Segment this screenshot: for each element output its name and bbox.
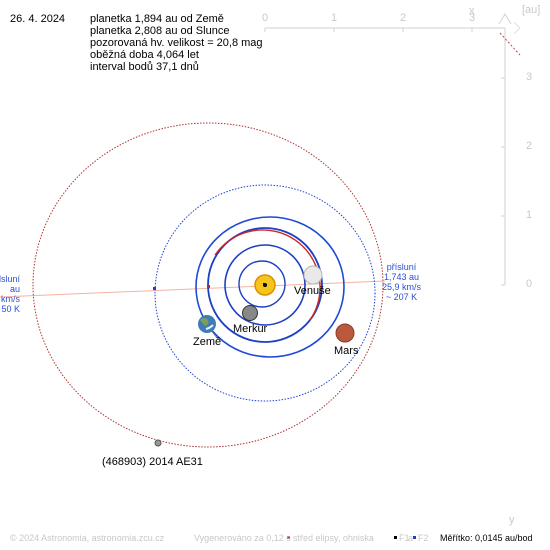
x-axis-label: x <box>469 5 475 17</box>
aphelion-distance: au <box>9 284 20 294</box>
aphelion-info: odsluní au km/s 50 K <box>0 274 20 314</box>
y-axis-label: y <box>509 514 515 526</box>
earth-distance: planetka 1,894 au od Země <box>90 13 224 25</box>
earth-planet <box>198 315 216 333</box>
apsidal-line <box>0 280 386 298</box>
perihelion-title: přísluní <box>386 262 417 272</box>
copyright-link[interactable]: © 2024 Astronomia, astronomia.zcu.cz <box>10 533 165 543</box>
legend-f2-swatch <box>413 536 416 539</box>
asteroid-label: (468903) 2014 AE31 <box>102 456 203 468</box>
y-tick-1: 1 <box>526 209 533 221</box>
legend-f1-swatch <box>394 536 397 539</box>
legend-f1-label: F1 <box>399 533 410 543</box>
mercury-planet <box>242 305 258 321</box>
focus-2-marker <box>153 287 156 290</box>
perihelion-info: přísluní 1,743 au 25,9 km/s ~ 207 K <box>382 262 421 302</box>
legend-center-swatch <box>287 536 290 539</box>
x-tick-2: 2 <box>400 12 407 24</box>
legend-f2-label: F2 <box>418 533 429 543</box>
venus-planet <box>303 265 323 285</box>
ellipse-center-marker <box>207 285 210 288</box>
legend-center-label: střed elipsy, ohniska <box>293 533 374 543</box>
venus-orbit <box>224 244 306 326</box>
asteroid-marker <box>154 439 162 447</box>
perihelion-distance: 1,743 au <box>383 272 420 282</box>
axis-frame <box>264 13 521 286</box>
generation-time: Vygenerováno za 0,12 s <box>194 533 291 543</box>
perihelion-temperature: ~ 207 K <box>385 292 418 302</box>
red-arc <box>214 229 321 321</box>
x-tick-0: 0 <box>262 12 269 24</box>
scale-label: Měřítko: 0,0145 au/bod <box>440 533 533 543</box>
mercury-label: Merkur <box>233 323 268 335</box>
aphelion-temperature: 50 K <box>1 304 20 314</box>
y-tick-2: 2 <box>526 140 533 152</box>
venus-label: Venuše <box>294 285 331 297</box>
perihelion-speed: 25,9 km/s <box>382 282 422 292</box>
aphelion-speed: km/s <box>1 294 20 304</box>
y-tick-0: 0 <box>526 278 533 290</box>
x-tick-3: 3 <box>469 12 476 24</box>
point-interval: interval bodů 37,1 dnů <box>90 61 199 73</box>
asteroid-details: planetka 1,894 au od Země planetka 2,808… <box>90 13 263 73</box>
y-tick-3: 3 <box>526 71 533 83</box>
mercury-orbit <box>238 260 286 308</box>
aphelion-title: odsluní <box>0 274 20 284</box>
asteroid-orbit <box>32 122 384 448</box>
x-tick-1: 1 <box>331 12 338 24</box>
orbital-period: oběžná doba 4,064 let <box>90 49 199 61</box>
focus-1-marker <box>263 283 266 286</box>
magnitude: pozorovaná hv. velikost = 20,8 mag <box>90 37 263 49</box>
axis-unit-label: [au] <box>522 4 541 16</box>
outer-reference-orbit <box>154 184 376 402</box>
mars-orbit <box>195 216 345 358</box>
earth-label: Země <box>193 336 222 348</box>
asteroid-orbit-fragment <box>499 32 521 56</box>
mars-planet <box>335 323 355 343</box>
legend-and-label: a <box>408 533 414 543</box>
mars-label: Mars <box>334 345 359 357</box>
sun-distance: planetka 2,808 au od Slunce <box>90 25 230 37</box>
date-label: 26. 4. 2024 <box>10 13 66 25</box>
